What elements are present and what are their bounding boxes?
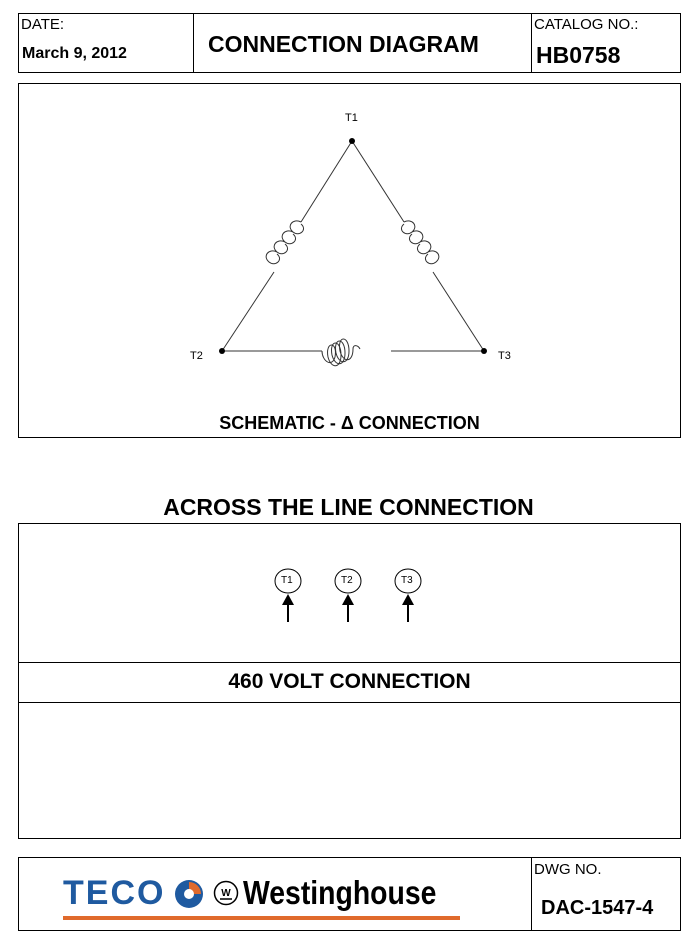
arrow-up-icon xyxy=(282,594,294,605)
header-block: DATE: March 9, 2012 CONNECTION DIAGRAM C… xyxy=(18,13,681,73)
terminal-connection-diagram xyxy=(274,568,422,622)
winding-coil-left xyxy=(265,220,305,265)
winding-coil-right xyxy=(400,220,440,265)
wire xyxy=(432,271,485,352)
voltage-label: 460 VOLT CONNECTION xyxy=(228,670,471,693)
date-label: DATE: xyxy=(21,16,65,33)
teco-swirl-icon xyxy=(175,880,203,908)
terminal-label-t1: T1 xyxy=(345,112,358,124)
westinghouse-logo-text: Westinghouse xyxy=(243,874,437,911)
winding-coil-bottom xyxy=(321,338,361,367)
terminal-dot-t3 xyxy=(481,348,487,354)
schematic-panel: T1 T2 T3 SCHEMATIC - Δ CONNECTION xyxy=(18,83,681,438)
footer-block: TECO W Westinghouse DWG NO. DAC-1547-4 xyxy=(18,857,681,931)
catalog-label: CATALOG NO.: xyxy=(534,16,639,33)
delta-schematic xyxy=(219,138,487,367)
wire xyxy=(351,140,405,223)
schematic-caption: SCHEMATIC - Δ CONNECTION xyxy=(219,413,480,433)
svg-text:W: W xyxy=(221,888,231,899)
date-value: March 9, 2012 xyxy=(22,45,127,62)
terminal-label-t2: T2 xyxy=(190,350,203,362)
logo-underline xyxy=(63,916,460,920)
teco-westinghouse-logo: TECO W Westinghouse xyxy=(63,872,463,922)
catalog-value: HB0758 xyxy=(536,42,621,68)
across-line-panel: T1 T2 T3 460 VOLT CONNECTION xyxy=(18,523,681,839)
page-title: CONNECTION DIAGRAM xyxy=(208,31,479,57)
across-line-title: ACROSS THE LINE CONNECTION xyxy=(163,494,534,520)
wire xyxy=(221,271,275,352)
terminal-label-t2: T2 xyxy=(341,575,353,586)
westinghouse-w-icon: W xyxy=(213,880,239,906)
terminal-circle-t2 xyxy=(334,568,362,594)
terminal-dot-t2 xyxy=(219,348,225,354)
terminal-circle-t3 xyxy=(394,568,422,594)
terminal-label-t1: T1 xyxy=(281,575,293,586)
arrow-up-icon xyxy=(402,594,414,605)
terminal-dot-t1 xyxy=(349,138,355,144)
dwg-value: DAC-1547-4 xyxy=(541,897,654,919)
arrow-up-icon xyxy=(342,594,354,605)
terminal-circle-t1 xyxy=(274,568,302,594)
terminal-label-t3: T3 xyxy=(401,575,413,586)
teco-logo-text: TECO xyxy=(63,874,166,912)
wire xyxy=(300,140,353,223)
dwg-label: DWG NO. xyxy=(534,861,602,878)
terminal-label-t3: T3 xyxy=(498,350,511,362)
